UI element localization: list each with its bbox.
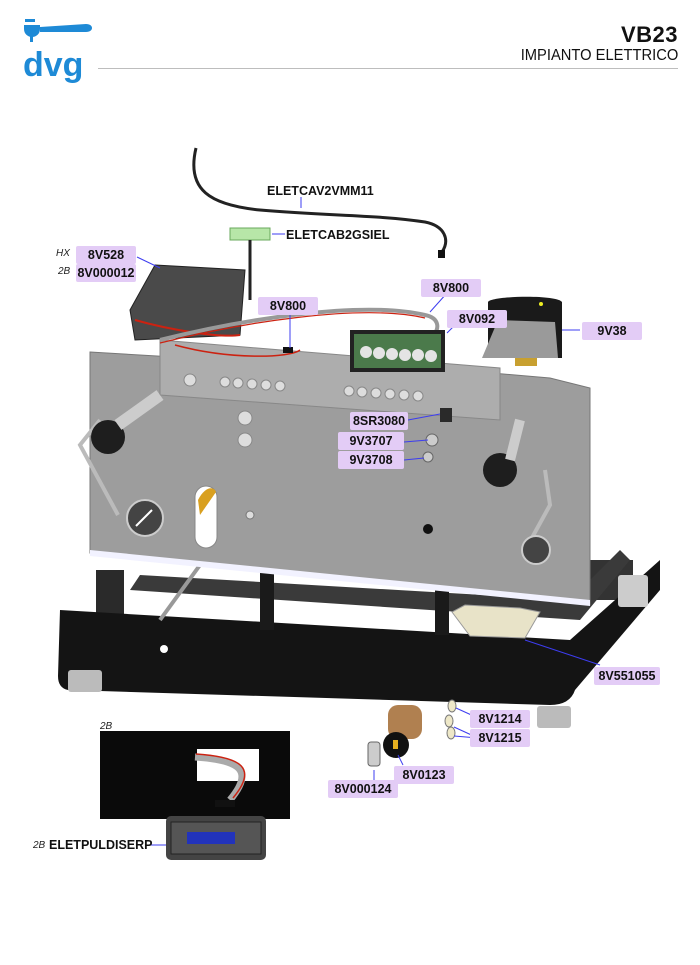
ribbon-cable (159, 307, 440, 342)
drip-box (451, 604, 541, 639)
power-cable (192, 147, 448, 253)
pressure-switch (482, 296, 562, 366)
brand-text: dvg (23, 46, 83, 84)
callout-pressure-switch[interactable]: 9V38 (582, 322, 642, 340)
cable-plug (438, 250, 445, 258)
keypad-board (350, 330, 445, 372)
inset-variant: 2B (100, 721, 113, 732)
foot (618, 575, 648, 607)
indicator-bulbs (444, 699, 457, 740)
callout-keypad[interactable]: 8V092 (447, 310, 507, 328)
display-module (166, 816, 266, 860)
variant-2b: 2B (58, 266, 71, 277)
knob-ring (367, 741, 381, 767)
panel-buttons (183, 373, 424, 448)
variant-display: 2B (33, 840, 46, 851)
inset-2b (100, 731, 290, 819)
callout-drip-box[interactable]: 8V551055 (594, 667, 660, 685)
callout-switch[interactable]: 8SR3080 (350, 412, 408, 430)
callout-terminal-connector[interactable]: ELETCAB2GSIEL (286, 228, 390, 242)
terminal-connector (229, 227, 271, 241)
drain-hole (521, 535, 551, 565)
foot (537, 706, 571, 728)
callout-ribbon-cable-right[interactable]: 8V800 (421, 279, 481, 297)
section-title: IMPIANTO ELETTRICO (520, 47, 678, 64)
rocker-switch (440, 408, 452, 422)
panel-trim (90, 550, 590, 606)
header-divider (98, 68, 678, 69)
callout-control-box-2b[interactable]: 8V000012 (76, 264, 136, 282)
left-steam-valve (77, 390, 164, 516)
model-title: VB23 (620, 22, 678, 47)
right-steam-valve (483, 418, 553, 546)
callout-indicator-1[interactable]: 8V1214 (470, 710, 530, 728)
callout-indicator-2[interactable]: 8V1215 (470, 729, 530, 747)
foot (68, 670, 102, 692)
portafilter-logo-icon (24, 19, 92, 42)
callout-control-box-hx[interactable]: 8V528 (76, 246, 136, 264)
callout-power-knob[interactable]: 8V0123 (394, 766, 454, 784)
control-box (129, 264, 246, 341)
callout-lamp-1[interactable]: 9V3707 (338, 432, 404, 450)
callout-lamp-2[interactable]: 9V3708 (338, 451, 404, 469)
variant-hx: HX (56, 248, 70, 259)
dvg-logo: dvg (23, 19, 92, 84)
indicator-lamp (422, 451, 434, 463)
rotary-selector (383, 705, 422, 758)
callout-display[interactable]: ELETPULDISERP (49, 838, 153, 852)
callout-power-cable[interactable]: ELETCAV2VMM11 (267, 184, 374, 198)
callout-ribbon-cable-left[interactable]: 8V800 (258, 297, 318, 315)
callout-knob-ring[interactable]: 8V000124 (328, 780, 398, 798)
